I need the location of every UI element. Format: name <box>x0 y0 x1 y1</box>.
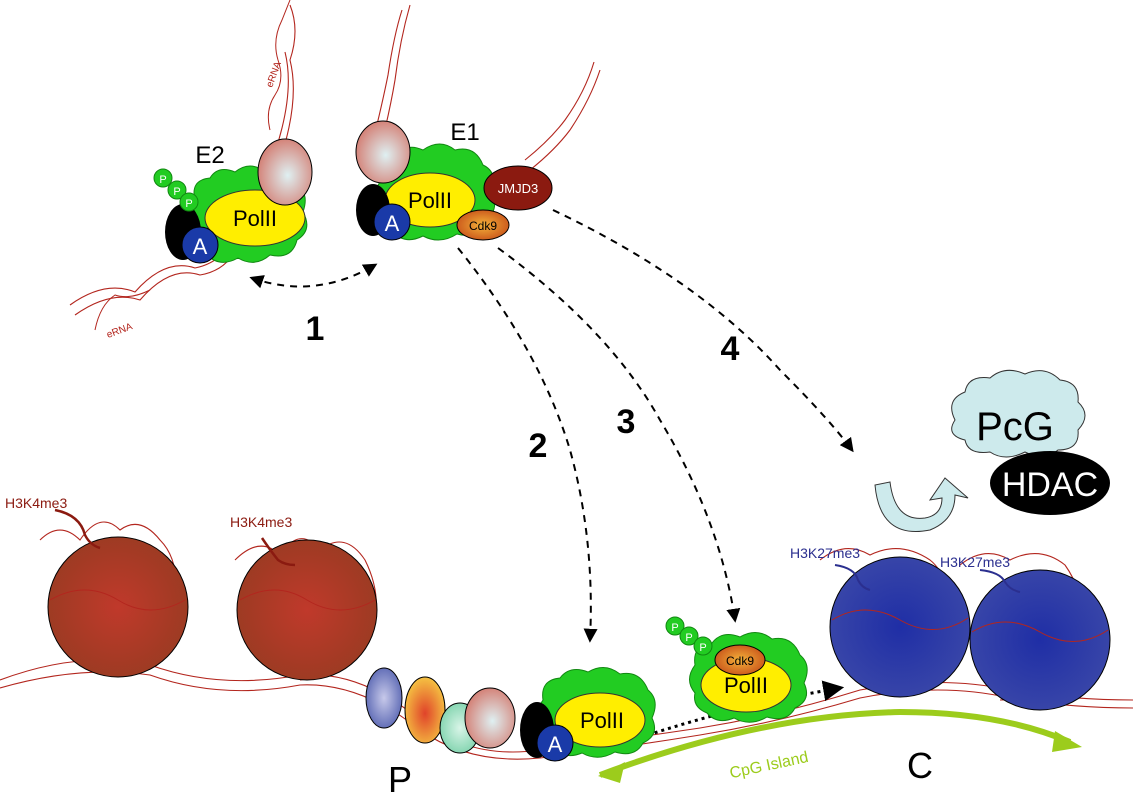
dna-wraps-active <box>49 589 376 611</box>
promoter-label: P <box>388 759 412 800</box>
factor-orange <box>404 676 446 744</box>
cpg-island-arrow <box>598 708 1072 778</box>
ctd-phospho-elongating: P P P <box>665 616 713 656</box>
promoter-polii-complex: PolII A <box>520 667 656 762</box>
h3k27me3-tail-2 <box>979 569 1021 593</box>
cdk9-elongating <box>714 644 766 676</box>
dna-wraps-repressed <box>831 609 1109 642</box>
svg-text:P: P <box>699 642 706 654</box>
recruitment-curved-arrow <box>874 477 969 532</box>
polii-label-elongating: PolII <box>724 673 768 698</box>
nucleosome-repressed-2 <box>969 569 1111 711</box>
polii-label-e2: PolII <box>233 206 277 231</box>
pathway-arrows <box>249 209 854 643</box>
activator-label-e2: A <box>193 234 208 259</box>
enhancer-e1-complex: PolII A JMJD3 Cdk9 E1 <box>355 119 553 241</box>
hdac-protein <box>990 451 1110 515</box>
pcg-cloud <box>951 369 1086 458</box>
polii-label-e1: PolII <box>408 188 452 213</box>
activator-e2 <box>181 226 219 264</box>
erna-transcripts <box>94 0 291 331</box>
arrow-2 <box>457 247 598 643</box>
cdk9-e1 <box>456 209 510 241</box>
jmjd3-label: JMJD3 <box>498 181 538 196</box>
h3k4me3-label-2: H3K4me3 <box>230 514 292 530</box>
h3k4me3-label-1: H3K4me3 <box>5 495 67 511</box>
coding-region-label: C <box>907 745 933 786</box>
nucleosome-repressed-1 <box>829 556 971 698</box>
polii-label-promoter: PolII <box>580 708 624 733</box>
cdk9-label-elongating: Cdk9 <box>726 654 754 668</box>
repressed-nucleosomes: H3K27me3 H3K27me3 <box>790 545 1111 711</box>
step-2-label: 2 <box>529 427 548 465</box>
cdk9-label-e1: Cdk9 <box>469 219 497 233</box>
step-4-label: 4 <box>721 330 740 368</box>
nucleosome-active-2 <box>236 539 378 681</box>
jmjd3-protein <box>483 165 553 211</box>
polii-promoter <box>554 692 646 748</box>
svg-text:P: P <box>173 186 180 198</box>
step-3-label: 3 <box>617 403 636 441</box>
active-nucleosomes: H3K4me3 H3K4me3 <box>5 495 378 681</box>
arrow-3 <box>497 247 741 623</box>
svg-text:P: P <box>671 622 678 634</box>
elongation-arrow <box>647 680 845 737</box>
step-1-label: 1 <box>306 310 325 348</box>
svg-text:P: P <box>159 174 166 186</box>
factor-purple <box>365 667 403 729</box>
svg-text:P: P <box>685 632 692 644</box>
ctd-phospho-e2: P P P <box>153 168 199 212</box>
pcg-label: PcG <box>976 405 1054 449</box>
h3k27me3-tail-1 <box>834 564 871 591</box>
h3k4me3-tail-2 <box>260 537 296 567</box>
activator-promoter <box>536 724 574 762</box>
arrow-4 <box>552 209 854 453</box>
h3k27me3-label-1: H3K27me3 <box>790 545 860 561</box>
elongating-polii-complex: PolII Cdk9 P P P <box>665 616 808 723</box>
h3k27me3-label-2: H3K27me3 <box>940 554 1010 570</box>
cpg-arrowhead-right <box>1052 731 1082 752</box>
h3k4me3-tail-1 <box>54 508 101 550</box>
cpg-island-label: CpG Island <box>728 749 810 782</box>
coactivator-e2 <box>257 138 313 206</box>
activator-e1 <box>373 203 411 241</box>
e1-label: E1 <box>450 119 479 146</box>
nucleosome-active-1 <box>47 536 189 678</box>
enhancer-e2-complex: PolII A P P P E2 <box>153 138 313 264</box>
pcg-hdac-complex: PcG HDAC <box>874 369 1110 532</box>
coactivator-e1 <box>355 120 411 184</box>
svg-text:P: P <box>185 198 192 210</box>
cpg-arrowhead-left <box>598 762 625 783</box>
factor-pink <box>464 687 516 749</box>
promoter-factors <box>365 667 516 754</box>
erna-label-bottom: eRNA <box>105 321 134 341</box>
activator-label-e1: A <box>385 211 400 236</box>
activator-label-promoter: A <box>548 732 563 757</box>
hdac-label: HDAC <box>1002 466 1098 504</box>
e2-label: E2 <box>195 142 224 169</box>
arrow-1 <box>249 263 378 289</box>
